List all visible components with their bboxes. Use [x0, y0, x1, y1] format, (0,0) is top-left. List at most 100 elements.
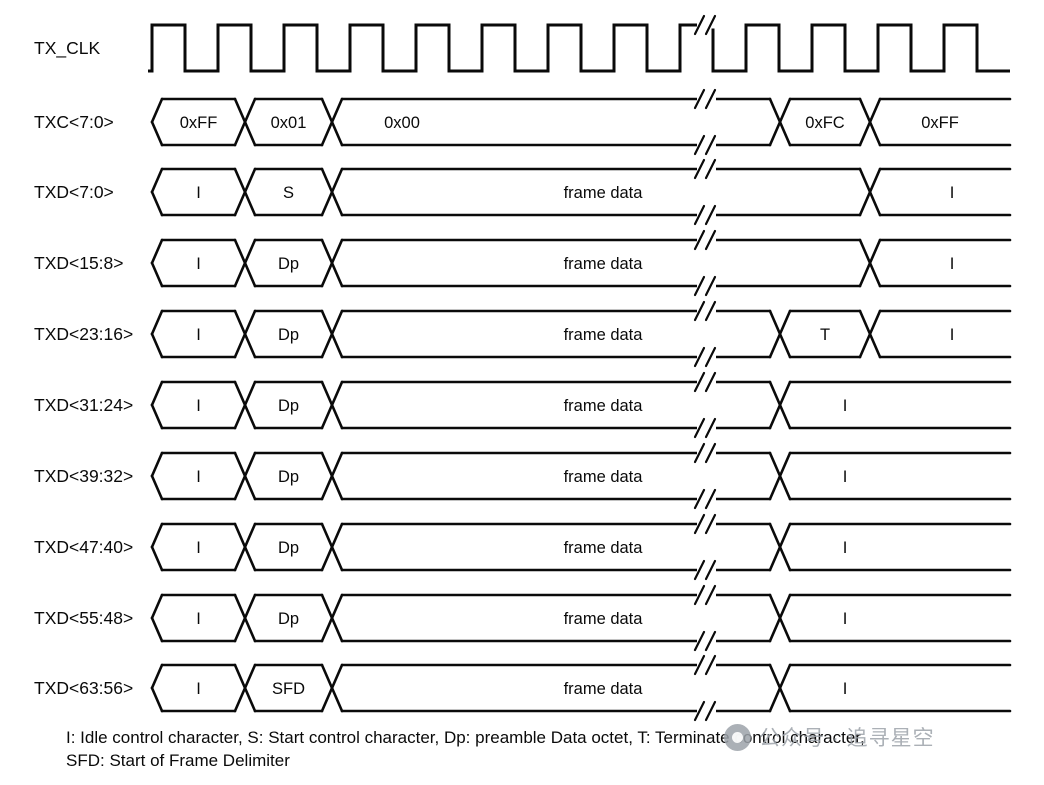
- bus-crossover: [768, 380, 792, 430]
- bus-open-edge: [150, 522, 164, 549]
- bus-open-edge: [150, 120, 164, 147]
- bus-segment-label: S: [283, 184, 294, 202]
- bus-segment-label: Dp: [278, 539, 299, 557]
- break-slash-icon: [693, 204, 706, 226]
- break-slash-icon: [693, 275, 706, 297]
- signal-row-tx-clk: TX_CLK: [34, 14, 1010, 73]
- bus-segment-label: Dp: [278, 255, 299, 273]
- break-slash-icon: [693, 630, 706, 652]
- bus-segment-label: I: [843, 610, 848, 628]
- break-slash-icon: [704, 559, 717, 581]
- bus-crossover: [233, 663, 257, 713]
- bus-open-edge: [150, 332, 164, 359]
- break-slash-icon: [704, 442, 717, 464]
- bus-segment-label: Dp: [278, 326, 299, 344]
- break-slash-icon: [693, 442, 706, 464]
- break-slash-icon: [693, 134, 706, 156]
- bus-segment-label: I: [950, 326, 955, 344]
- break-slash-icon: [693, 700, 706, 722]
- bus-segment-label: 0x00: [384, 114, 420, 132]
- bus-segment-label: I: [843, 397, 848, 415]
- bus-open-edge: [150, 238, 164, 265]
- bus-crossover: [233, 309, 257, 359]
- break-slash-icon: [693, 158, 706, 180]
- break-slash-icon: [704, 275, 717, 297]
- signal-label: TXD<23:16>: [34, 324, 133, 344]
- bus-segment-label: I: [196, 326, 201, 344]
- bus-crossover: [768, 309, 792, 359]
- bus-open-edge: [150, 309, 164, 336]
- bus-crossover: [320, 238, 344, 288]
- break-slash-icon: [693, 346, 706, 368]
- break-slash-icon: [693, 229, 706, 251]
- break-slash-icon: [693, 88, 706, 110]
- bus-open-edge: [150, 616, 164, 643]
- bus-segment-label: I: [196, 680, 201, 698]
- signal-label: TXC<7:0>: [34, 112, 114, 132]
- bus-segment-label: frame data: [564, 610, 644, 628]
- legend-line-1: I: Idle control character, S: Start cont…: [66, 728, 865, 747]
- break-slash-icon: [693, 371, 706, 393]
- bus-segment-label: I: [843, 539, 848, 557]
- signal-label: TXD<63:56>: [34, 678, 133, 698]
- bus-crossover: [858, 97, 882, 147]
- break-slash-icon: [704, 513, 717, 535]
- bus-open-edge: [150, 686, 164, 713]
- bus-segment-label: frame data: [564, 397, 644, 415]
- break-slash-icon: [704, 417, 717, 439]
- bus-segment-label: 0x01: [271, 114, 307, 132]
- break-slash-icon: [693, 559, 706, 581]
- bus-crossover: [233, 522, 257, 572]
- bus-segment-label: 0xFF: [921, 114, 959, 132]
- break-slash-icon: [693, 654, 706, 676]
- bus-crossover: [768, 522, 792, 572]
- bus-crossover: [320, 97, 344, 147]
- bus-crossover: [233, 451, 257, 501]
- bus-segment-label: frame data: [564, 539, 644, 557]
- break-slash-icon: [693, 300, 706, 322]
- camera-icon: [724, 723, 751, 751]
- break-slash-icon: [704, 584, 717, 606]
- break-slash-icon: [693, 513, 706, 535]
- break-slash-icon: [704, 88, 717, 110]
- break-slash-icon: [704, 300, 717, 322]
- bus-crossover: [233, 380, 257, 430]
- bus-segment-label: SFD: [272, 680, 305, 698]
- bus-crossover: [320, 167, 344, 217]
- signal-label: TXD<39:32>: [34, 466, 133, 486]
- watermark-text: 公众号 · 追寻星空: [759, 727, 935, 750]
- signal-label: TXD<7:0>: [34, 182, 114, 202]
- bus-crossover: [768, 97, 792, 147]
- bus-segment-label: I: [843, 680, 848, 698]
- bus-open-edge: [150, 403, 164, 430]
- break-slash-icon: [693, 14, 706, 36]
- bus-crossover: [320, 309, 344, 359]
- break-slash-icon: [704, 371, 717, 393]
- break-slash-icon: [704, 134, 717, 156]
- bus-open-edge: [150, 545, 164, 572]
- bus-segment-label: I: [196, 539, 201, 557]
- bus-open-edge: [150, 593, 164, 620]
- bus-open-edge: [150, 474, 164, 501]
- legend: I: Idle control character, S: Start cont…: [66, 726, 865, 772]
- bus-crossover: [233, 97, 257, 147]
- bus-crossover: [320, 593, 344, 643]
- bus-segment-label: I: [950, 255, 955, 273]
- signal-label: TXD<55:48>: [34, 608, 133, 628]
- bus-crossover: [233, 167, 257, 217]
- signal-label: TXD<15:8>: [34, 253, 124, 273]
- break-slash-icon: [704, 488, 717, 510]
- break-slash-icon: [704, 14, 717, 36]
- bus-crossover: [858, 309, 882, 359]
- bus-segment-label: Dp: [278, 468, 299, 486]
- bus-segment-label: I: [196, 610, 201, 628]
- signal-label: TX_CLK: [34, 38, 100, 59]
